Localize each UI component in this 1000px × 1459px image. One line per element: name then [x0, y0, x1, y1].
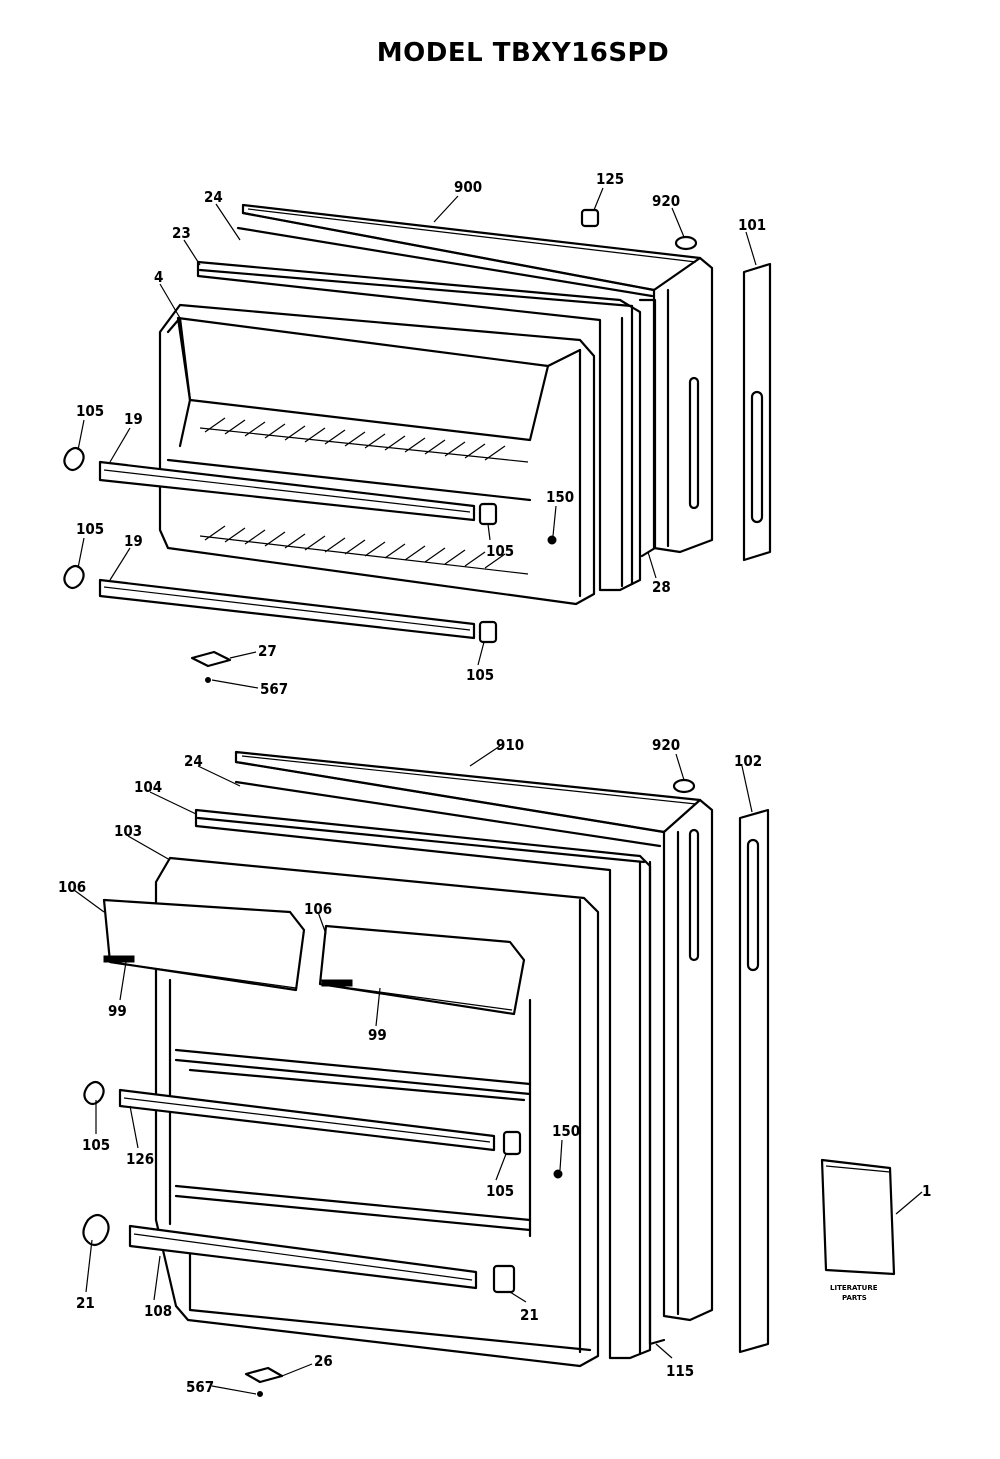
label-920-upper: 920	[652, 192, 680, 210]
label-99-left: 99	[108, 1002, 127, 1020]
label-125: 125	[596, 170, 624, 188]
page-title: MODEL TBXY16SPD	[376, 38, 670, 68]
upper-door-assembly: 900 125 920 101 24 23 4 105 19 150 105 2…	[63, 170, 772, 698]
handle-101	[742, 262, 772, 562]
label-105-right-top: 105	[486, 542, 514, 560]
outer-door-panel-910	[234, 750, 714, 1322]
label-105-left-bottom: 105	[76, 520, 104, 538]
upper-leader-lines	[77, 187, 757, 689]
shelf-support-105-left-bottom	[63, 564, 85, 590]
label-115: 115	[666, 1362, 694, 1380]
door-trim-28	[638, 298, 657, 558]
label-150-upper: 150	[546, 488, 574, 506]
label-4: 4	[154, 268, 163, 286]
dairy-door-106-right	[318, 924, 526, 1016]
shelf-support-21-right	[492, 1264, 516, 1294]
shelf-support-105-right-lower	[502, 1130, 522, 1156]
label-900: 900	[454, 178, 482, 196]
gasket-strip-24	[236, 226, 654, 298]
label-101: 101	[738, 216, 766, 234]
label-126: 126	[126, 1150, 154, 1168]
door-trim-115	[648, 860, 666, 1346]
label-105-left-top: 105	[76, 402, 104, 420]
outer-door-panel-900	[241, 203, 714, 554]
hinge-cover-27	[190, 650, 232, 668]
label-105-left-lower: 105	[82, 1136, 110, 1154]
label-1: 1	[922, 1182, 931, 1200]
literature-label-line2: PARTS	[842, 1294, 867, 1302]
label-21-right: 21	[520, 1306, 539, 1324]
lower-door-assembly: 910 920 102 24 104 103 106 106 99 99 105…	[58, 736, 931, 1397]
gasket-104	[194, 808, 652, 1360]
label-28: 28	[652, 578, 671, 596]
label-102: 102	[734, 752, 762, 770]
label-24-upper: 24	[204, 188, 223, 206]
shelf-bar-19-lower	[98, 578, 476, 640]
screw-567-upper	[205, 677, 211, 683]
label-19-top: 19	[124, 410, 143, 428]
label-24-lower: 24	[184, 752, 203, 770]
screw-150-upper	[547, 535, 557, 545]
shelf-support-105-right-top	[478, 502, 498, 526]
shelf-bar-19-upper	[98, 460, 476, 522]
lower-leader-lines	[73, 745, 923, 1395]
label-26: 26	[314, 1352, 333, 1370]
shelf-support-105-right-bottom	[478, 620, 498, 644]
label-106-right: 106	[304, 900, 332, 918]
shelf-support-105-left-top	[63, 446, 85, 472]
hinge-cover-26	[244, 1366, 284, 1384]
door-shelf-lip-1	[174, 1048, 532, 1086]
door-shelf-lip-2	[174, 1184, 532, 1222]
shelf-bar-126	[118, 1088, 496, 1152]
label-567-upper: 567	[260, 680, 288, 698]
inner-liner-4	[158, 303, 596, 606]
literature-parts-pack	[820, 1158, 896, 1276]
shelf-support-21-left	[82, 1213, 110, 1247]
label-21-left: 21	[76, 1294, 95, 1312]
shelf-support-105-left-lower	[83, 1080, 105, 1106]
label-103: 103	[114, 822, 142, 840]
label-99-right: 99	[368, 1026, 387, 1044]
label-567-lower: 567	[186, 1378, 214, 1396]
literature-label-line1: LITERATURE	[830, 1284, 878, 1292]
screw-150-lower	[553, 1169, 563, 1179]
freezer-shelf-ribs-bottom	[199, 525, 529, 575]
shelf-bar-108	[128, 1224, 478, 1290]
label-920-lower: 920	[652, 736, 680, 754]
freezer-shelf-ribs-top	[199, 417, 529, 463]
label-108: 108	[144, 1302, 172, 1320]
plug-125	[580, 208, 600, 228]
label-23: 23	[172, 224, 191, 242]
label-104: 104	[134, 778, 162, 796]
label-105-right-bottom: 105	[466, 666, 494, 684]
gasket-strip-24-lower	[234, 780, 662, 848]
label-106-left: 106	[58, 878, 86, 896]
gasket-23	[196, 260, 642, 592]
screw-567-lower	[257, 1391, 263, 1397]
label-19-bottom: 19	[124, 532, 143, 550]
label-910: 910	[496, 736, 524, 754]
handle-102	[738, 808, 770, 1354]
dairy-door-106-left	[102, 898, 306, 992]
label-150-lower: 150	[552, 1122, 580, 1140]
button-920-upper	[674, 235, 698, 251]
label-27: 27	[258, 642, 277, 660]
button-920-lower	[672, 778, 696, 794]
label-105-right-lower: 105	[486, 1182, 514, 1200]
